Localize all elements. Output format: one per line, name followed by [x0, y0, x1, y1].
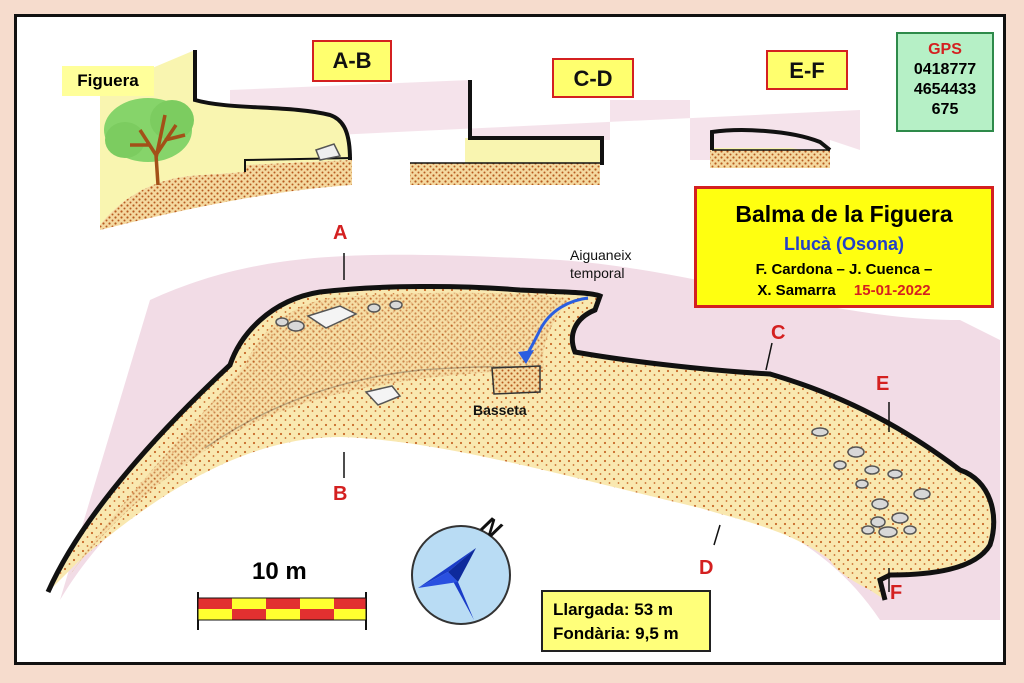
scale-label: 10 m [252, 558, 307, 585]
gps-altitude: 675 [931, 101, 959, 118]
section-lines [343, 253, 890, 592]
cave-location: Llucà (Osona) [783, 234, 904, 254]
profile-ab [100, 50, 353, 230]
point-e: E [876, 373, 890, 395]
point-b: B [333, 483, 348, 505]
gps-box: GPS 0418777 4654433 675 [896, 32, 994, 132]
authors-line-1: F. Cardona – J. Cuenca – [755, 261, 933, 278]
figuera-label: Figuera [62, 66, 154, 96]
scale-bar [197, 592, 367, 630]
measures-box: Llargada: 53 m Fondària: 9,5 m [541, 590, 711, 652]
gps-x: 0418777 [913, 61, 977, 78]
shadow-zone-top [230, 80, 860, 160]
point-d: D [699, 557, 714, 579]
gps-y: 4654433 [913, 81, 977, 98]
point-a: A [333, 222, 348, 244]
profile-cd [410, 80, 604, 185]
fig-tree-icon [104, 98, 194, 186]
cave-depth: Fondària: 9,5 m [553, 624, 679, 643]
cave-name: Balma de la Figuera [735, 201, 953, 227]
water-flow-arrow [524, 296, 589, 357]
basseta-pool [491, 365, 541, 395]
point-f: F [890, 582, 903, 604]
section-label-cd: C-D [552, 58, 634, 98]
compass-icon [411, 525, 511, 625]
gps-label: GPS [928, 41, 962, 58]
aiguaneix-label: Aiguaneix temporal [570, 247, 632, 281]
cave-wall [45, 283, 997, 601]
dense-sediment [70, 292, 570, 575]
section-label-ab: A-B [312, 40, 392, 82]
authors-line-2: X. Samarra [757, 282, 836, 299]
section-label-ef: E-F [766, 50, 848, 90]
rocks [275, 300, 931, 538]
profile-ef [710, 128, 832, 168]
title-box: Balma de la Figuera Llucà (Osona) F. Car… [694, 186, 994, 308]
basseta-label: Basseta [473, 402, 527, 418]
cave-length: Llargada: 53 m [553, 600, 673, 619]
survey-date: 15-01-2022 [853, 282, 931, 299]
point-c: C [771, 322, 786, 344]
